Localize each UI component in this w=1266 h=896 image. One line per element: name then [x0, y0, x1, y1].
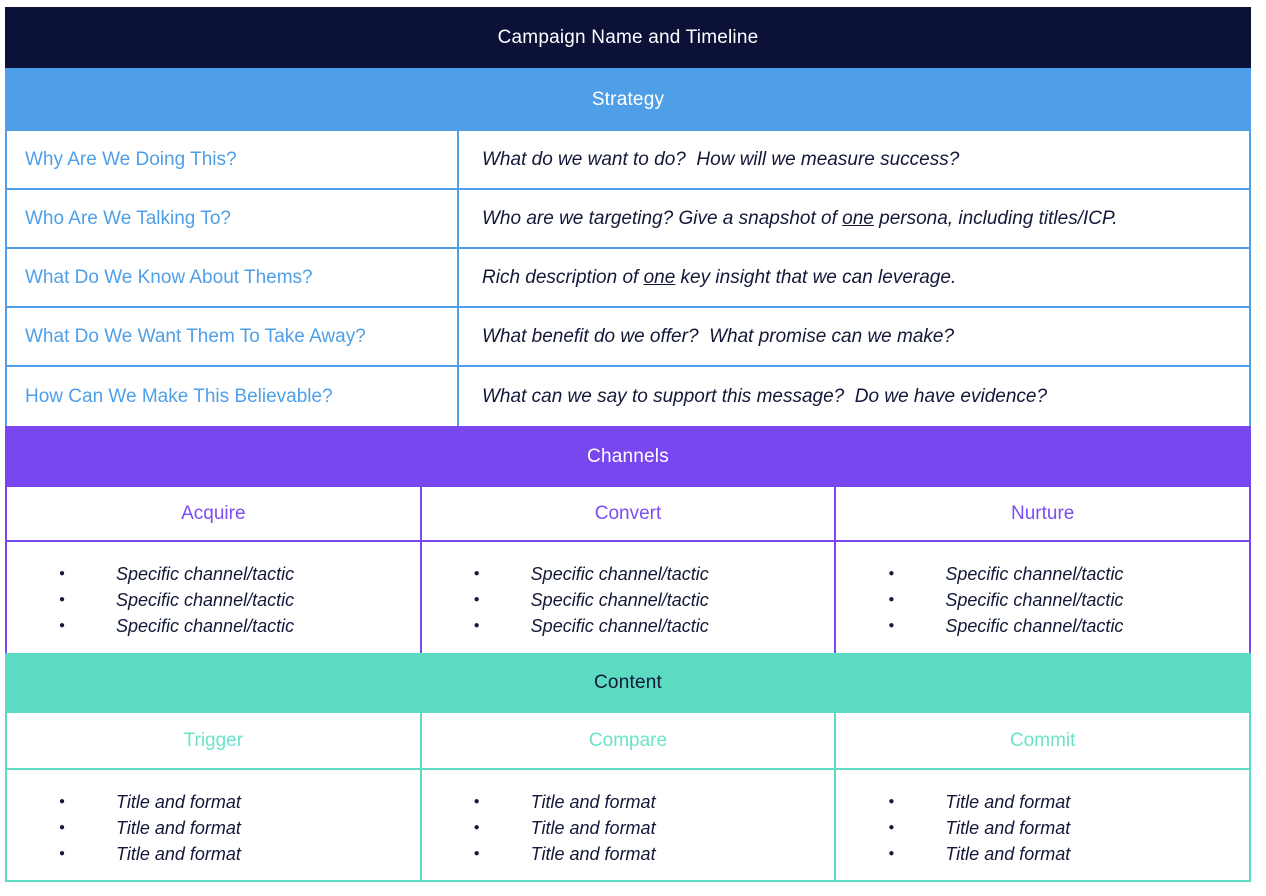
channels-column-acquire: Acquire	[7, 487, 422, 540]
list-item: ●Title and format	[474, 789, 835, 815]
bullet-icon: ●	[473, 620, 480, 631]
list-item: ●Specific channel/tactic	[474, 561, 835, 587]
bullet-icon: ●	[59, 796, 66, 807]
channels-nurture-list: ●Specific channel/tactic ●Specific chann…	[836, 542, 1249, 639]
strategy-answer-cell: What benefit do we offer? What promise c…	[459, 308, 1249, 365]
strategy-answer-text: Who are we targeting? Give a snapshot of…	[482, 207, 1118, 229]
channels-convert-cell: ●Specific channel/tactic ●Specific chann…	[422, 542, 837, 653]
strategy-question-cell: How Can We Make This Believable?	[7, 367, 459, 426]
content-compare-cell: ●Title and format ●Title and format ●Tit…	[422, 770, 837, 880]
list-item: ●Specific channel/tactic	[474, 587, 835, 613]
bullet-icon: ●	[888, 848, 895, 859]
bullet-icon: ●	[888, 620, 895, 631]
list-item: ●Title and format	[474, 841, 835, 867]
bullet-icon: ●	[888, 796, 895, 807]
list-item: ●Specific channel/tactic	[888, 587, 1249, 613]
strategy-section: Why Are We Doing This? What do we want t…	[5, 131, 1251, 426]
bullet-icon: ●	[59, 620, 66, 631]
bullet-icon: ●	[473, 568, 480, 579]
strategy-answer-cell: Rich description of one key insight that…	[459, 249, 1249, 306]
channels-acquire-cell: ●Specific channel/tactic ●Specific chann…	[7, 542, 422, 653]
content-commit-cell: ●Title and format ●Title and format ●Tit…	[836, 770, 1249, 880]
content-column-headers: Trigger Compare Commit	[7, 713, 1249, 770]
strategy-row-who: Who Are We Talking To? Who are we target…	[7, 190, 1249, 249]
content-column-trigger: Trigger	[7, 713, 422, 768]
list-item: ●Specific channel/tactic	[59, 613, 420, 639]
list-item: ●Title and format	[59, 815, 420, 841]
table-title-bar: Campaign Name and Timeline	[5, 7, 1251, 68]
channels-nurture-cell: ●Specific channel/tactic ●Specific chann…	[836, 542, 1249, 653]
strategy-section-header: Strategy	[5, 68, 1251, 131]
list-item: ●Title and format	[888, 815, 1249, 841]
campaign-planning-table: Campaign Name and Timeline Strategy Why …	[5, 7, 1251, 882]
bullet-icon: ●	[473, 822, 480, 833]
strategy-question-cell: Who Are We Talking To?	[7, 190, 459, 247]
channels-column-nurture: Nurture	[1011, 502, 1075, 524]
strategy-question: How Can We Make This Believable?	[25, 385, 333, 407]
list-item: ●Specific channel/tactic	[474, 613, 835, 639]
strategy-question-cell: What Do We Know About Thems?	[7, 249, 459, 306]
channels-acquire-list: ●Specific channel/tactic ●Specific chann…	[7, 542, 420, 639]
bullet-icon: ●	[888, 822, 895, 833]
strategy-answer-text: Rich description of one key insight that…	[482, 266, 957, 288]
bullet-icon: ●	[59, 822, 66, 833]
strategy-question: What Do We Want Them To Take Away?	[25, 325, 366, 347]
bullet-icon: ●	[59, 594, 66, 605]
content-commit-list: ●Title and format ●Title and format ●Tit…	[836, 770, 1249, 867]
channels-section-title: Channels	[587, 445, 669, 467]
channels-convert-list: ●Specific channel/tactic ●Specific chann…	[422, 542, 835, 639]
content-column-body: ●Title and format ●Title and format ●Tit…	[7, 770, 1249, 880]
list-item: ●Specific channel/tactic	[59, 561, 420, 587]
strategy-answer-cell: What do we want to do? How will we measu…	[459, 131, 1249, 188]
content-section: Trigger Compare Commit ●Title and format…	[5, 713, 1251, 882]
bullet-icon: ●	[888, 568, 895, 579]
strategy-row-takeaway: What Do We Want Them To Take Away? What …	[7, 308, 1249, 367]
content-section-title: Content	[594, 672, 662, 693]
strategy-row-know: What Do We Know About Thems? Rich descri…	[7, 249, 1249, 308]
strategy-answer-cell: What can we say to support this message?…	[459, 367, 1249, 426]
channels-column-convert: Convert	[422, 487, 837, 540]
bullet-icon: ●	[473, 594, 480, 605]
bullet-icon: ●	[888, 594, 895, 605]
content-trigger-list: ●Title and format ●Title and format ●Tit…	[7, 770, 420, 867]
channels-section-header: Channels	[5, 426, 1251, 487]
strategy-answer-cell: Who are we targeting? Give a snapshot of…	[459, 190, 1249, 247]
bullet-icon: ●	[473, 796, 480, 807]
content-column-commit: Commit	[1009, 729, 1076, 751]
list-item: ●Title and format	[888, 841, 1249, 867]
strategy-question: What Do We Know About Thems?	[25, 266, 313, 288]
list-item: ●Title and format	[474, 815, 835, 841]
bullet-icon: ●	[59, 848, 66, 859]
list-item: ●Title and format	[888, 789, 1249, 815]
content-column-compare: Compare	[422, 713, 837, 768]
list-item: ●Specific channel/tactic	[59, 587, 420, 613]
content-trigger-cell: ●Title and format ●Title and format ●Tit…	[7, 770, 422, 880]
strategy-question-cell: Why Are We Doing This?	[7, 131, 459, 188]
strategy-question: Why Are We Doing This?	[25, 148, 237, 170]
list-item: ●Title and format	[59, 789, 420, 815]
strategy-answer-text: What can we say to support this message?…	[482, 385, 1048, 407]
content-compare-list: ●Title and format ●Title and format ●Tit…	[422, 770, 835, 867]
channels-section: Acquire Convert Nurture ●Specific channe…	[5, 487, 1251, 653]
strategy-row-believable: How Can We Make This Believable? What ca…	[7, 367, 1249, 426]
strategy-section-title: Strategy	[591, 88, 665, 110]
channels-column-body: ●Specific channel/tactic ●Specific chann…	[7, 542, 1249, 653]
strategy-row-why: Why Are We Doing This? What do we want t…	[7, 131, 1249, 190]
list-item: ●Title and format	[59, 841, 420, 867]
strategy-question-cell: What Do We Want Them To Take Away?	[7, 308, 459, 365]
strategy-answer-text: What do we want to do? How will we measu…	[482, 148, 960, 170]
content-section-header: Content	[5, 653, 1251, 713]
list-item: ●Specific channel/tactic	[888, 613, 1249, 639]
table-title: Campaign Name and Timeline	[497, 26, 759, 48]
bullet-icon: ●	[473, 848, 480, 859]
list-item: ●Specific channel/tactic	[888, 561, 1249, 587]
strategy-answer-text: What benefit do we offer? What promise c…	[482, 325, 955, 347]
channels-column-headers: Acquire Convert Nurture	[7, 487, 1249, 542]
bullet-icon: ●	[59, 568, 66, 579]
strategy-question: Who Are We Talking To?	[25, 207, 231, 229]
